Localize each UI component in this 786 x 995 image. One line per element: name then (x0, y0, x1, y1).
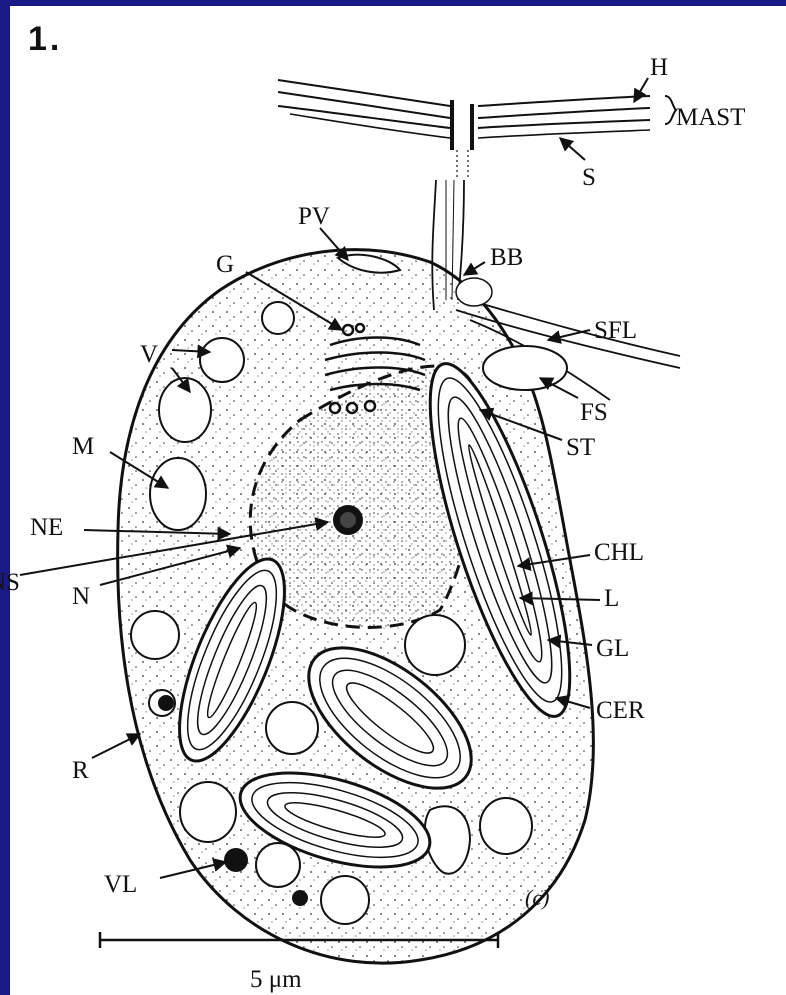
volutin-body (224, 848, 248, 872)
label-VL: VL (104, 871, 137, 898)
label-GL: GL (596, 635, 629, 662)
label-V: V (140, 341, 158, 368)
label-R: R (72, 757, 89, 784)
label-G: G (216, 251, 234, 278)
label-MAST: MAST (676, 104, 745, 131)
label-NE: NE (30, 514, 63, 541)
basal-body (456, 278, 492, 306)
label-H: H (650, 54, 668, 81)
label-PV: PV (298, 203, 330, 230)
label-SFL: SFL (594, 317, 637, 344)
flagellar-swelling (483, 346, 567, 390)
label-N: N (72, 583, 90, 610)
label-NS: NS (0, 569, 20, 596)
label-ST: ST (566, 434, 595, 461)
label-CER: CER (596, 697, 645, 724)
label-S: S (582, 164, 596, 191)
panel-letter: (c) (525, 885, 549, 910)
label-CHL: CHL (594, 539, 644, 566)
label-FS: FS (580, 399, 608, 426)
label-BB: BB (490, 244, 523, 271)
label-M: M (72, 433, 94, 460)
scale-bar-label: 5 μm (250, 966, 302, 993)
label-L: L (604, 585, 619, 612)
